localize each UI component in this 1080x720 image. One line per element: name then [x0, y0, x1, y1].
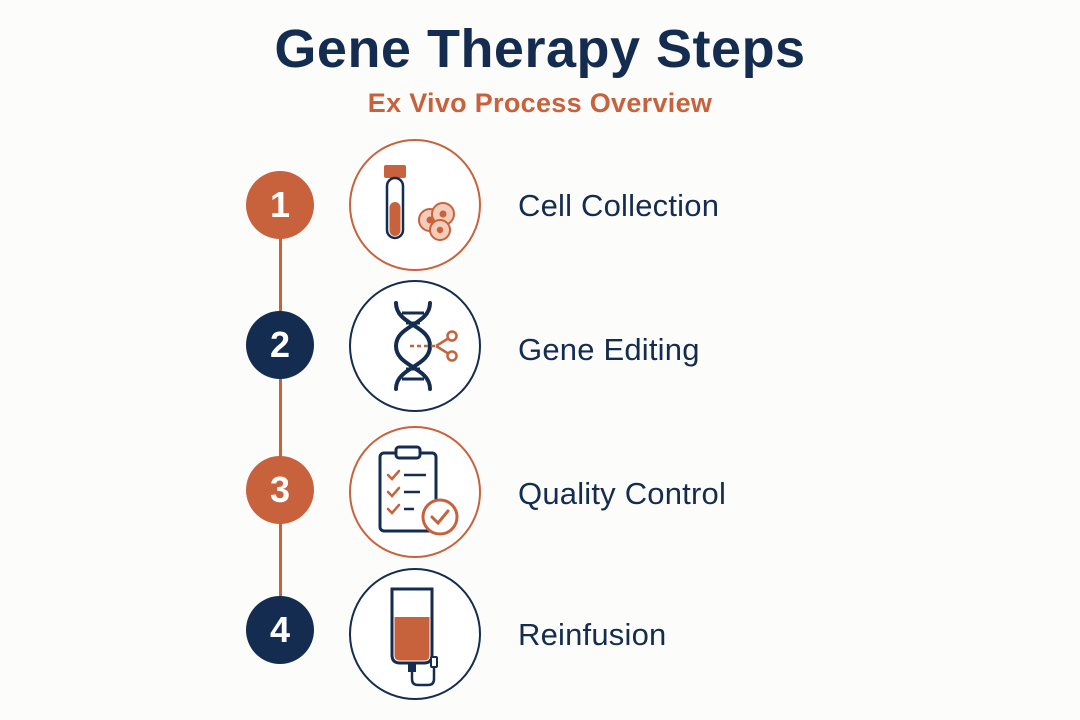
step-3-label: Quality Control [518, 476, 727, 511]
step-2-label: Gene Editing [518, 332, 700, 367]
page-title: Gene Therapy Steps [274, 19, 806, 79]
step-3-number-badge: 3 [246, 456, 314, 524]
step-4-number-badge: 4 [246, 596, 314, 664]
step-1-number-badge: 1 [246, 171, 314, 239]
step-2-number-badge: 2 [246, 311, 314, 379]
clipboard-check-icon [349, 426, 481, 558]
step-4-label: Reinfusion [518, 617, 667, 652]
test-tube-cells-icon [349, 139, 481, 271]
page-subtitle: Ex Vivo Process Overview [367, 88, 713, 118]
step-1-label: Cell Collection [518, 188, 720, 223]
dna-scissors-icon [349, 280, 481, 412]
timeline-connector [279, 200, 282, 630]
iv-bag-icon [349, 568, 481, 700]
